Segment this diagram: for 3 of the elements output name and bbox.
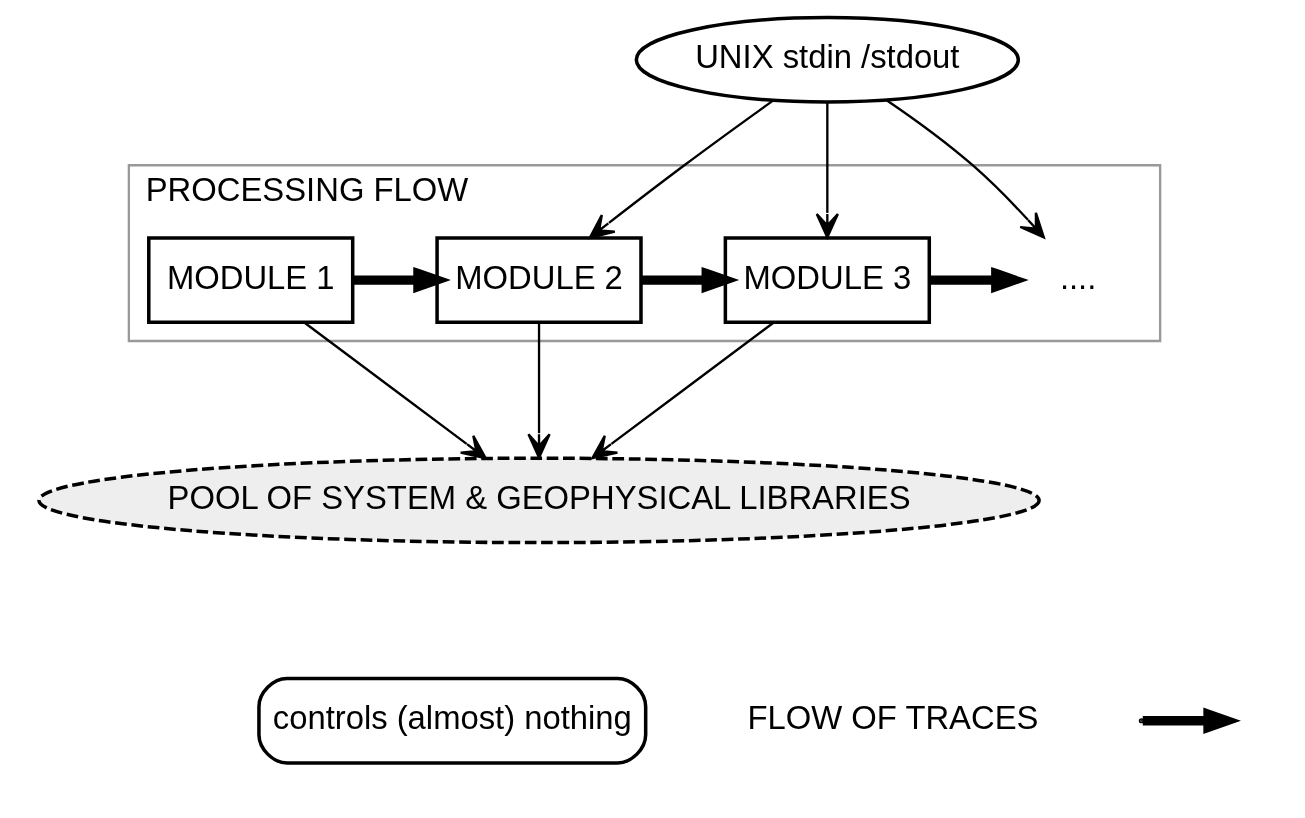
legend-label: FLOW OF TRACES: [747, 699, 1039, 737]
label: controls (almost) nothing: [272, 699, 632, 737]
node-text: ....: [1059, 258, 1097, 296]
